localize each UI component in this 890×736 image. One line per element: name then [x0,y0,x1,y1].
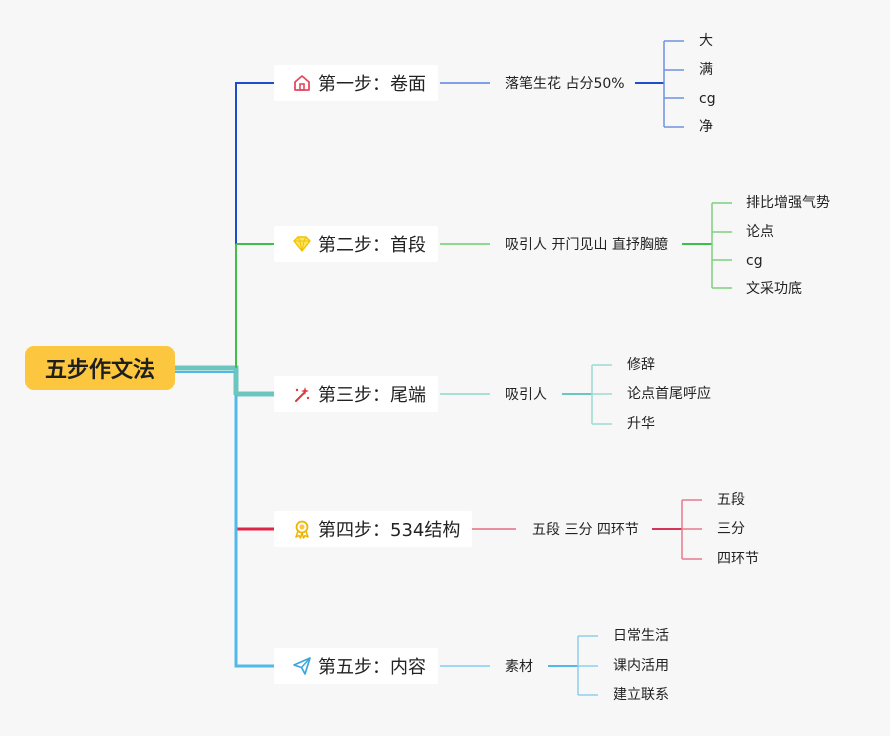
branch-label: 第五步：内容 [318,657,426,678]
sub-node-3[interactable]: 吸引人 [505,387,547,403]
branch-node-1[interactable]: 第一步：卷面 [274,65,438,101]
leaf-node[interactable]: 三分 [717,521,745,537]
leaf-node[interactable]: 课内活用 [613,658,669,674]
leaf-node[interactable]: 升华 [627,416,655,432]
sub-node-5[interactable]: 素材 [505,659,533,675]
leaf-node[interactable]: 五段 [717,492,745,508]
leaf-node[interactable]: 文采功底 [746,281,802,297]
root-node[interactable]: 五步作文法 [25,346,175,390]
branch-node-3[interactable]: 第三步：尾端 [274,376,438,412]
leaf-node[interactable]: 论点 [746,224,774,240]
branch-label: 第二步：首段 [318,235,426,256]
leaf-node[interactable]: 排比增强气势 [746,195,830,211]
leaf-node[interactable]: 净 [699,119,713,135]
magic-wand-icon [292,384,312,404]
diamond-icon [292,234,312,254]
leaf-node[interactable]: 满 [699,62,713,78]
branch-node-4[interactable]: 第四步：534结构 [274,511,473,547]
leaf-node[interactable]: cg [746,253,763,269]
leaf-node[interactable]: 大 [699,33,713,49]
branch-node-5[interactable]: 第五步：内容 [274,648,438,684]
branch-label: 第一步：卷面 [318,74,426,95]
sub-node-2[interactable]: 吸引人 开门见山 直抒胸臆 [505,237,668,253]
branch-connector-5 [234,395,274,668]
paper-plane-icon [292,656,312,676]
leaf-node[interactable]: 论点首尾呼应 [627,386,711,402]
award-medal-icon [292,519,312,539]
leaf-node[interactable]: cg [699,91,716,107]
leaf-node[interactable]: 日常生活 [613,628,669,644]
branch-node-2[interactable]: 第二步：首段 [274,226,438,262]
branch-label: 第三步：尾端 [318,385,426,406]
branch-connector-1 [235,82,274,368]
sub-node-4[interactable]: 五段 三分 四环节 [532,522,639,538]
leaf-node[interactable]: 修辞 [627,357,655,373]
home-icon [292,73,312,93]
leaf-node[interactable]: 四环节 [717,551,759,567]
branch-label: 第四步：534结构 [318,520,461,541]
sub-node-1[interactable]: 落笔生花 占分50% [505,76,625,92]
leaf-node[interactable]: 建立联系 [613,687,669,703]
